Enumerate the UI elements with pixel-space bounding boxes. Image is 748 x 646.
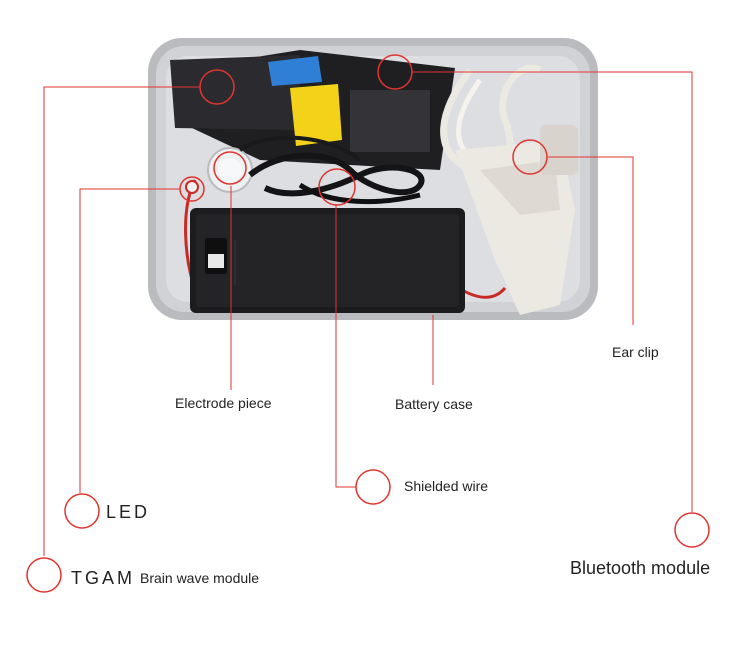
label-battery-case: Battery case bbox=[395, 396, 473, 412]
label-tgam: TGAM bbox=[71, 568, 135, 588]
label-shielded-wire: Shielded wire bbox=[404, 478, 489, 494]
leader-line-bluetooth bbox=[412, 71, 693, 512]
bluetooth-module-bag bbox=[170, 50, 455, 170]
battery-case-object bbox=[190, 208, 465, 313]
label-bluetooth-module: Bluetooth module bbox=[570, 558, 711, 578]
callout-circle-shielded-wire-top bbox=[318, 168, 356, 206]
leader-line-tgam bbox=[43, 86, 200, 556]
callout-circle-shielded-wire bbox=[355, 469, 391, 505]
label-ear-clip: Ear clip bbox=[612, 344, 659, 360]
callout-circle-led bbox=[64, 493, 100, 529]
callout-circle-electrode-top bbox=[213, 151, 247, 185]
label-led: LED bbox=[106, 502, 151, 522]
leader-line-ear-clip bbox=[548, 156, 634, 325]
leader-lines bbox=[43, 71, 693, 556]
callout-circle-bluetooth bbox=[674, 512, 710, 548]
label-brain-wave-module: Brain wave module bbox=[140, 570, 260, 586]
leader-line-led bbox=[79, 188, 180, 493]
shielded-wire-coil bbox=[238, 135, 425, 205]
callout-circles bbox=[26, 54, 710, 593]
leader-line-shielded-wire bbox=[335, 205, 356, 488]
callout-circle-bluetooth-top bbox=[377, 54, 413, 90]
callout-circle-led-top bbox=[179, 176, 205, 202]
callout-circle-ear-clip-top bbox=[512, 139, 548, 175]
ear-clip bbox=[440, 64, 578, 315]
callout-circle-tgam bbox=[26, 557, 62, 593]
callout-circle-tgam-top bbox=[199, 69, 235, 105]
label-electrode-piece: Electrode piece bbox=[175, 395, 272, 411]
